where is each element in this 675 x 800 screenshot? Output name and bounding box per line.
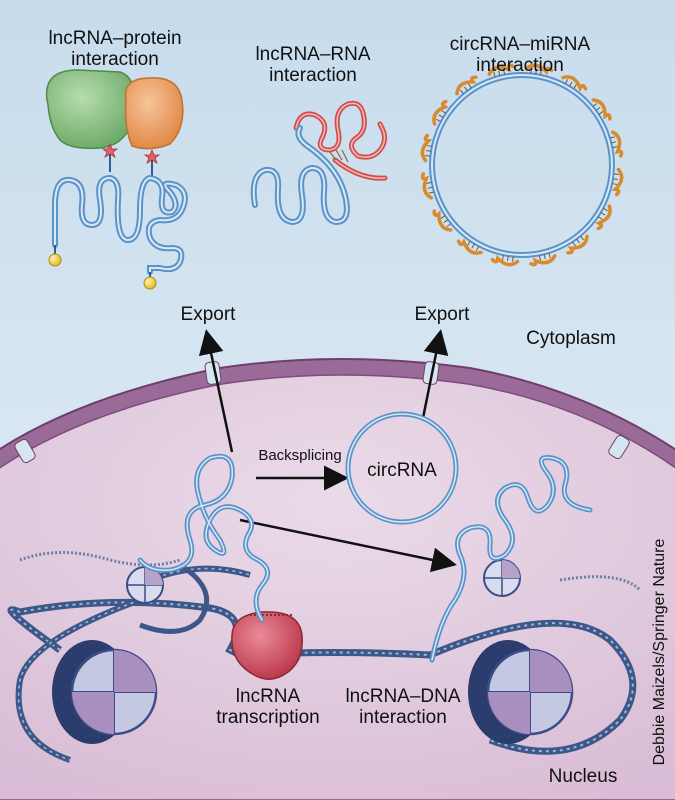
base-pair bbox=[467, 240, 471, 246]
mirna-strand bbox=[490, 254, 520, 267]
base-pair bbox=[611, 141, 617, 144]
base-pair bbox=[535, 69, 537, 75]
yellow-ball bbox=[143, 276, 157, 290]
base-pair bbox=[573, 84, 577, 90]
nucleosome-large-left bbox=[52, 640, 158, 744]
base-pair bbox=[471, 243, 475, 249]
mirna-strand bbox=[561, 75, 588, 92]
mirna-strand bbox=[591, 98, 612, 121]
circrna-mirna-interaction bbox=[420, 63, 624, 267]
base-pair bbox=[502, 255, 504, 261]
star-icon bbox=[101, 142, 119, 158]
nuclear-lncrna bbox=[137, 453, 593, 663]
export-arrow-left bbox=[198, 329, 234, 453]
base-pair bbox=[425, 154, 431, 157]
label-backsplicing: Backsplicing bbox=[258, 447, 342, 464]
mirna-strand bbox=[595, 204, 612, 231]
base-pair bbox=[592, 103, 598, 107]
base-pair bbox=[603, 207, 608, 212]
base-pair bbox=[436, 118, 441, 123]
mirna-strand bbox=[455, 75, 478, 96]
base-pair bbox=[460, 89, 464, 95]
base-pair bbox=[493, 71, 496, 78]
base-pair bbox=[548, 252, 551, 259]
image-credit: Debbie Maizels/Springer Nature bbox=[651, 538, 668, 766]
lncrna-rna-interaction bbox=[250, 100, 388, 226]
mirna-strand bbox=[566, 234, 589, 255]
mirna-strand bbox=[524, 63, 554, 76]
base-pair bbox=[597, 216, 603, 220]
mirna-strand bbox=[487, 63, 515, 76]
orange-protein bbox=[124, 77, 184, 150]
nucleosome-small-right bbox=[483, 559, 521, 597]
base-pair bbox=[503, 69, 506, 75]
base-pair bbox=[538, 255, 541, 261]
label-lncrna-dna: lncRNA–DNA interaction bbox=[345, 686, 461, 729]
base-pair bbox=[446, 223, 452, 227]
base-pair bbox=[543, 254, 546, 260]
base-pair bbox=[576, 238, 580, 244]
base-pair bbox=[612, 146, 618, 149]
base-pair bbox=[438, 114, 444, 118]
mirna-strand bbox=[420, 133, 433, 163]
mirna-strand bbox=[456, 238, 483, 255]
lncrna-protein-interaction bbox=[45, 69, 188, 290]
mirna-binders bbox=[420, 63, 624, 267]
mirna-strand bbox=[611, 130, 624, 158]
label-lncrna-transcription: lncRNA transcription bbox=[216, 686, 320, 729]
yellow-ball bbox=[48, 253, 62, 267]
base-pair bbox=[427, 186, 433, 189]
base-pair bbox=[426, 145, 432, 147]
nucleosome-large-right bbox=[468, 640, 574, 744]
base-pair bbox=[569, 81, 573, 87]
label-circrna: circRNA bbox=[367, 460, 437, 481]
base-pair bbox=[609, 136, 616, 139]
base-pair bbox=[498, 70, 501, 76]
export-arrow-right bbox=[421, 329, 449, 419]
mirna-strand bbox=[420, 172, 433, 200]
base-pair bbox=[612, 183, 618, 185]
label-export-left: Export bbox=[180, 304, 236, 325]
base-pair bbox=[612, 178, 618, 180]
base-pair bbox=[464, 86, 468, 92]
dna-interaction-arrow bbox=[239, 518, 457, 573]
base-pair bbox=[595, 107, 601, 111]
base-pair bbox=[475, 246, 480, 251]
base-pair bbox=[572, 241, 576, 247]
label-circrna-mirna: circRNA–miRNA interaction bbox=[449, 34, 591, 77]
base-pair bbox=[530, 68, 533, 74]
base-pair bbox=[600, 212, 606, 216]
label-export-right: Export bbox=[414, 304, 470, 325]
label-lncrna-rna: lncRNA–RNA interaction bbox=[255, 44, 371, 87]
base-pair bbox=[441, 110, 447, 114]
mirna-strand bbox=[529, 254, 557, 267]
base-pair bbox=[426, 150, 432, 152]
base-pair bbox=[468, 83, 472, 89]
base-pair bbox=[511, 256, 514, 262]
label-lncrna-protein: lncRNA–protein interaction bbox=[48, 28, 182, 71]
mirna-strand bbox=[432, 99, 449, 126]
green-protein bbox=[45, 69, 136, 150]
base-pair bbox=[598, 111, 604, 115]
label-nucleus: Nucleus bbox=[548, 766, 618, 787]
label-cytoplasm: Cytoplasm bbox=[526, 328, 616, 349]
base-pair bbox=[613, 173, 619, 176]
base-pair bbox=[507, 255, 509, 261]
star-icon bbox=[143, 148, 161, 164]
base-pair bbox=[440, 215, 446, 219]
base-pair bbox=[564, 79, 569, 84]
base-pair bbox=[426, 181, 432, 184]
base-pair bbox=[443, 219, 449, 223]
mirna-strand bbox=[611, 167, 624, 197]
base-pair bbox=[580, 235, 584, 241]
base-pair bbox=[428, 191, 435, 194]
mirna-strand bbox=[432, 209, 453, 232]
nucleosome-small-left bbox=[126, 566, 164, 604]
base-pair bbox=[540, 69, 542, 75]
